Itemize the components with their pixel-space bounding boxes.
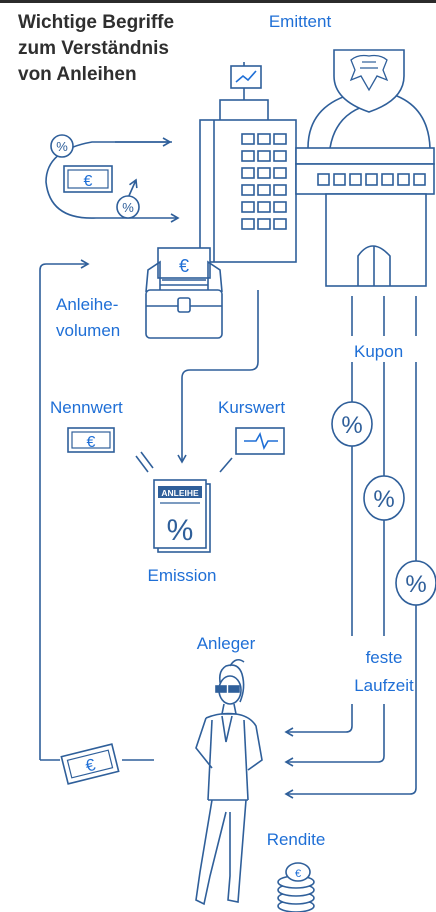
issuer-label: Emittent: [268, 12, 332, 31]
svg-text:€: €: [295, 868, 301, 880]
bond-volume-label-line-2: volumen: [56, 321, 121, 340]
investor-person-icon: [195, 658, 263, 906]
svg-text:€: €: [179, 256, 189, 276]
svg-text:€: €: [87, 434, 96, 451]
coupon-label: Kupon: [354, 342, 404, 361]
issuance-label: Emission: [147, 566, 217, 585]
nominal-value-euro-icon: €: [67, 427, 115, 453]
page-title: Wichtige Begriffe zum Verständnis von An…: [18, 10, 228, 88]
title-line-1: Wichtige Begriffe: [18, 12, 175, 33]
svg-text:%: %: [122, 200, 134, 215]
coupon-percent-icons: % % %: [331, 401, 436, 606]
top-border: [0, 0, 436, 3]
fixed-term-label-line-2: Laufzeit: [354, 676, 414, 695]
investor-euro-bill-icon: €: [60, 743, 120, 785]
certificate-label: ANLEIHE: [161, 488, 199, 498]
flow-lines: [39, 259, 417, 799]
market-value-label: Kurswert: [218, 398, 286, 417]
svg-text:%: %: [341, 412, 362, 439]
title-line-3: von Anleihen: [18, 64, 137, 85]
title-line-2: zum Verständnis: [18, 38, 169, 59]
market-value-chart-icon: [235, 427, 285, 455]
svg-text:€: €: [84, 173, 93, 190]
bond-volume-label-line-1: Anleihe-: [56, 295, 119, 314]
svg-text:%: %: [405, 571, 426, 598]
issuer-building-icon: [199, 49, 435, 287]
svg-text:%: %: [56, 139, 68, 154]
bond-certificate-icon: ANLEIHE %: [153, 479, 211, 553]
svg-text:%: %: [373, 486, 394, 513]
circulation-flow-icon: % € %: [45, 134, 180, 223]
money-chest-icon: €: [145, 247, 223, 339]
yield-label: Rendite: [266, 830, 326, 849]
investor-label: Anleger: [196, 634, 256, 653]
nominal-value-label: Nennwert: [50, 398, 123, 417]
fixed-term-label-line-1: feste: [365, 648, 403, 667]
svg-text:%: %: [167, 514, 194, 547]
yield-coins-icon: €: [277, 862, 315, 912]
